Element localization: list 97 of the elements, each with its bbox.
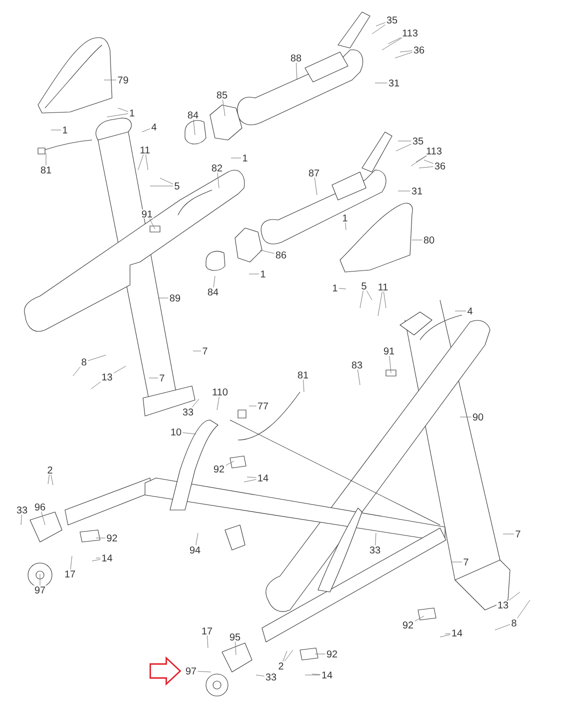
callout-number: 14 xyxy=(450,628,464,638)
leader-line xyxy=(410,155,427,166)
callout-number: 7 xyxy=(158,374,166,382)
leader-line xyxy=(20,514,22,526)
leader-line xyxy=(193,119,196,136)
leader-line xyxy=(303,379,304,392)
leader-line xyxy=(414,616,424,622)
leader-line xyxy=(444,633,450,634)
leader-line xyxy=(196,532,198,546)
callout-number: 4 xyxy=(466,306,474,316)
leader-line xyxy=(92,559,101,562)
leader-line xyxy=(145,154,148,170)
callout-number: 7 xyxy=(462,558,470,566)
leader-line xyxy=(418,166,434,168)
leader-line xyxy=(213,276,216,288)
leader-line xyxy=(400,50,412,52)
leader-line xyxy=(284,650,294,662)
leader-line xyxy=(388,37,402,44)
leader-line xyxy=(378,291,382,316)
leader-line xyxy=(508,592,520,601)
callout-number: 7 xyxy=(201,346,209,356)
leader-line xyxy=(160,178,174,184)
leader-line xyxy=(88,354,106,361)
leader-line xyxy=(235,641,236,656)
leader-line xyxy=(192,398,200,408)
leader-line xyxy=(376,22,386,26)
leader-line xyxy=(454,310,466,312)
leader-line xyxy=(517,600,530,619)
leader-line xyxy=(197,671,212,672)
leader-line xyxy=(41,511,46,526)
callout-number: 7 xyxy=(514,530,522,538)
leader-line xyxy=(360,290,364,308)
leader-line xyxy=(282,650,288,662)
callout-number: 11 xyxy=(376,282,390,292)
callout-number: 5 xyxy=(173,182,181,190)
callout-number: 2 xyxy=(277,662,285,670)
leader-line xyxy=(246,476,257,478)
leader-line xyxy=(106,113,128,118)
leader-line xyxy=(149,218,156,230)
leader-line xyxy=(312,674,320,675)
leader-line xyxy=(222,99,226,116)
callout-number: 1 xyxy=(61,126,69,134)
leader-line xyxy=(50,474,54,486)
callout-number: 1 xyxy=(331,284,339,292)
leader-line xyxy=(314,177,318,196)
leader-line xyxy=(398,190,410,192)
leader-line xyxy=(182,432,196,434)
leader-line xyxy=(138,154,144,170)
callout-number: 2 xyxy=(46,466,54,474)
leader-line xyxy=(389,355,392,374)
leader-line xyxy=(440,634,450,638)
leader-line xyxy=(383,291,386,308)
leader-line xyxy=(70,556,72,570)
leader-line xyxy=(366,290,372,300)
leader-line xyxy=(338,288,346,290)
leader-line xyxy=(216,396,220,410)
leader-line xyxy=(142,128,150,132)
leader-line xyxy=(217,172,220,188)
callout-number: 17 xyxy=(63,570,77,578)
leader-line xyxy=(256,674,265,676)
callout-number: 17 xyxy=(200,626,214,636)
callout-number: 5 xyxy=(360,282,368,290)
leader-line xyxy=(374,82,388,84)
leader-line xyxy=(296,62,298,80)
leader-line xyxy=(494,624,510,630)
callout-number: 77 xyxy=(256,402,270,410)
callout-number: 4 xyxy=(150,122,158,132)
leader-line xyxy=(416,155,427,162)
leader-line xyxy=(345,222,346,230)
callout-number: 1 xyxy=(341,214,349,222)
leader-line xyxy=(244,479,257,482)
leader-line xyxy=(375,532,376,546)
callout-number: 1 xyxy=(259,270,267,278)
leader-line xyxy=(118,108,128,112)
leader-line xyxy=(192,350,202,352)
leader-line xyxy=(72,366,81,376)
leader-line xyxy=(304,674,320,676)
leader-line xyxy=(225,460,234,466)
leader-line xyxy=(372,24,386,34)
leader-line xyxy=(357,369,360,386)
callout-number: 14 xyxy=(100,554,114,562)
leader-line xyxy=(207,635,208,648)
callout-number: 1 xyxy=(241,154,249,162)
leader-line xyxy=(394,52,412,58)
leader-line xyxy=(90,381,101,390)
leader-line xyxy=(396,144,412,152)
leader-line xyxy=(113,366,126,374)
leader-line xyxy=(260,250,275,254)
callout-number: 11 xyxy=(138,146,152,154)
leader-line xyxy=(48,474,50,484)
leader-line xyxy=(398,140,412,142)
leader-line xyxy=(382,37,402,50)
callout-number: 14 xyxy=(320,670,334,680)
callout-number: 14 xyxy=(256,474,270,482)
callout-number: 1 xyxy=(128,108,136,118)
leader-line xyxy=(424,160,434,164)
leader-line xyxy=(460,416,472,418)
